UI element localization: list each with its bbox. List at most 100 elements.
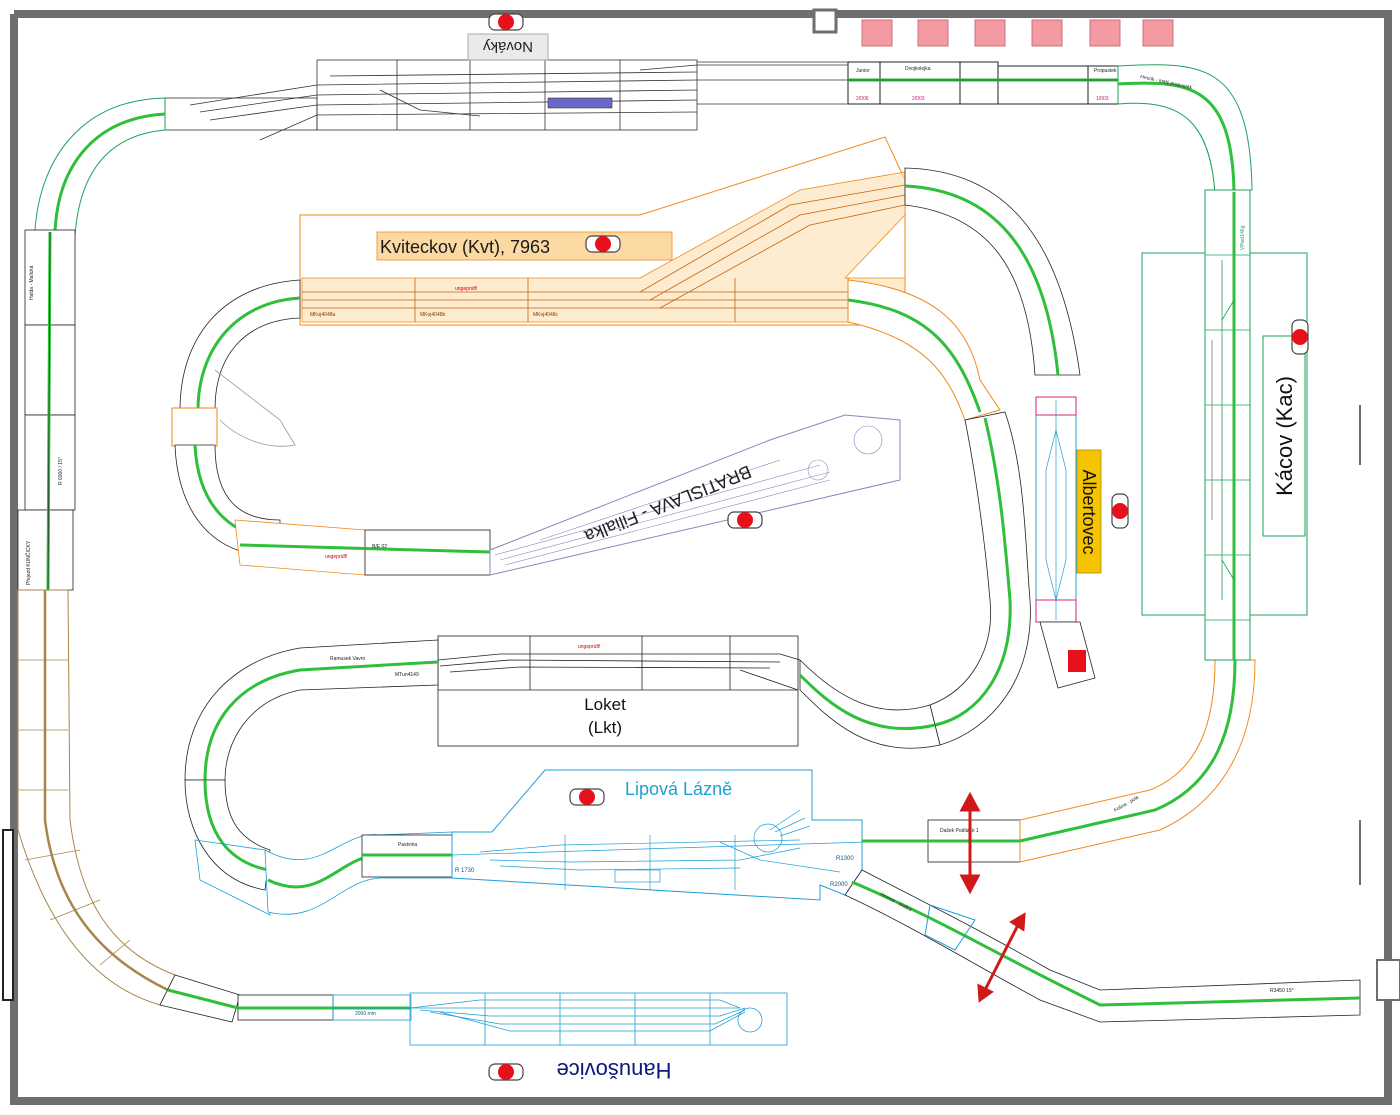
right-bottom-track <box>851 880 1361 1007</box>
hanusovice-module-label: 2000 mm <box>355 1011 376 1017</box>
bottom-modules <box>159 974 334 1023</box>
novaky-platform <box>547 97 613 109</box>
lipova-r2000: R2000 <box>830 882 848 888</box>
bratislava-b-e: B/E 02 <box>372 544 387 550</box>
operator-icon <box>569 788 605 806</box>
hanusovice-yard <box>332 992 788 1046</box>
door-frame <box>2 829 14 1001</box>
top-label-1-003: 1/003 <box>1096 96 1109 102</box>
loket-down-track <box>203 779 269 872</box>
kviteckov-tracks <box>302 184 906 322</box>
novaky-yard <box>164 59 848 141</box>
albertovec-label-box <box>1076 449 1102 574</box>
dasek-label: Dašek Podlizák 1 <box>940 828 979 834</box>
top-label-2-006: 2/006 <box>856 96 869 102</box>
kviteckov-module-b: MKoj4048b <box>420 312 446 318</box>
loket-right-track <box>798 673 936 731</box>
operator-icon <box>488 13 524 31</box>
right-bottom-blue <box>924 904 976 951</box>
lipova-r1300: R1300 <box>836 856 854 862</box>
lipova-label: Lipová Lázně <box>625 779 732 799</box>
lipova-outline <box>451 769 863 901</box>
bratislava-tracks <box>494 425 883 566</box>
brown-modules <box>17 589 176 1006</box>
hanusovice-label: Hanušovice <box>557 1058 672 1083</box>
loket-tunnel-label: MTun4149 <box>395 672 419 678</box>
operator-icon <box>1111 493 1129 529</box>
loket-module-label: Ramusek Vavro <box>330 656 365 662</box>
operator-icon <box>488 1063 524 1081</box>
top-label-propustek: Propustek <box>1094 68 1117 74</box>
kvt-right-track <box>904 184 1060 376</box>
albertovec-tracks <box>1045 400 1067 620</box>
operator-icon <box>727 511 763 529</box>
kacov-label: Kácov (Kac) <box>1272 376 1297 496</box>
loket-down-curve <box>184 779 271 891</box>
kvt-orange-track <box>847 298 982 413</box>
kviteckov-left-track <box>196 296 301 411</box>
kviteckov-module-c: MKoj4048c <box>533 312 559 318</box>
novaky-label-box <box>467 33 549 61</box>
storage-boxes <box>861 19 1174 47</box>
red-arrow-diagonal <box>977 912 1026 1003</box>
albertovec-red-block <box>1068 650 1086 672</box>
brown-module-dividers <box>18 659 131 966</box>
kviteckov-branch <box>214 369 296 447</box>
albertovec-spur <box>1039 621 1096 689</box>
right-wall-opening <box>1376 959 1400 1001</box>
novaky-label: Nováky <box>482 38 533 55</box>
operator-icon <box>585 235 621 253</box>
left-label-halda: Halda - Malická <box>29 265 35 300</box>
lipova-r1730: R 1730 <box>455 868 475 874</box>
wall-notch <box>812 8 838 34</box>
albertovec-pink-top <box>1035 396 1077 416</box>
kviteckov-label-box <box>376 231 673 261</box>
kviteckov-ungepruft: ungeprüft! <box>455 286 478 292</box>
kacov-dividers <box>1205 254 1250 621</box>
loket-left-track <box>203 660 439 781</box>
lipova-tracks <box>451 809 931 890</box>
bratislava-lower-track <box>239 543 491 554</box>
red-arrow-vertical <box>959 791 981 895</box>
pastvina-label: Pastvina <box>398 842 417 848</box>
left-track-outline <box>47 231 51 591</box>
room-walls <box>10 10 1392 1105</box>
kacov-tracks <box>1211 192 1236 660</box>
loket-right-curve <box>799 659 941 749</box>
operator-icon <box>1291 319 1309 355</box>
top-label-dvojkolejka: Dvojkolejka <box>905 66 931 72</box>
left-label-r6000: R 6000 / 15° <box>58 457 64 485</box>
top-label-junior: Junior <box>856 68 870 74</box>
kacov-modules <box>1204 189 1251 661</box>
bratislava-yard <box>489 414 901 576</box>
bratislava-ungepruft: ungeprüft! <box>325 554 348 560</box>
loket-label-line2: (Lkt) <box>588 718 622 737</box>
kacov-label-box <box>1262 335 1306 537</box>
kvt-right-curve <box>904 167 1081 376</box>
kviteckov-module-a: MKoj4048a <box>310 312 336 318</box>
albertovec-label: Albertovec <box>1079 469 1099 554</box>
top-right-curve <box>1117 64 1253 196</box>
right-orange-track <box>1019 659 1237 843</box>
central-winding-modules <box>929 411 1031 746</box>
kacov-module-label: VPset146g <box>1240 225 1246 250</box>
loket-yard <box>437 635 801 747</box>
top-left-curve <box>34 97 166 236</box>
central-winding-track <box>934 417 1012 727</box>
top-left-curve-track <box>53 112 166 233</box>
kviteckov-label: Kviteckov (Kvt), 7963 <box>380 237 550 257</box>
left-modules <box>17 229 76 591</box>
kvt-orange-curve <box>847 279 1001 421</box>
top-modules <box>847 61 1119 105</box>
left-label-prejezd: Přejezd KUNČICKY <box>25 540 32 585</box>
lipova-left-blue <box>194 839 271 916</box>
right-r3450-a: R3450 15° <box>1270 988 1294 994</box>
loket-ungepruft: ungeprüft! <box>578 644 601 650</box>
kviteckov-orange-stub <box>171 407 218 447</box>
loket-label-line1: Loket <box>584 695 626 714</box>
kviteckov-yard <box>301 171 906 323</box>
brown-track <box>43 590 169 992</box>
right-orange-curve <box>1019 659 1256 863</box>
loket-left-modules <box>184 639 439 781</box>
